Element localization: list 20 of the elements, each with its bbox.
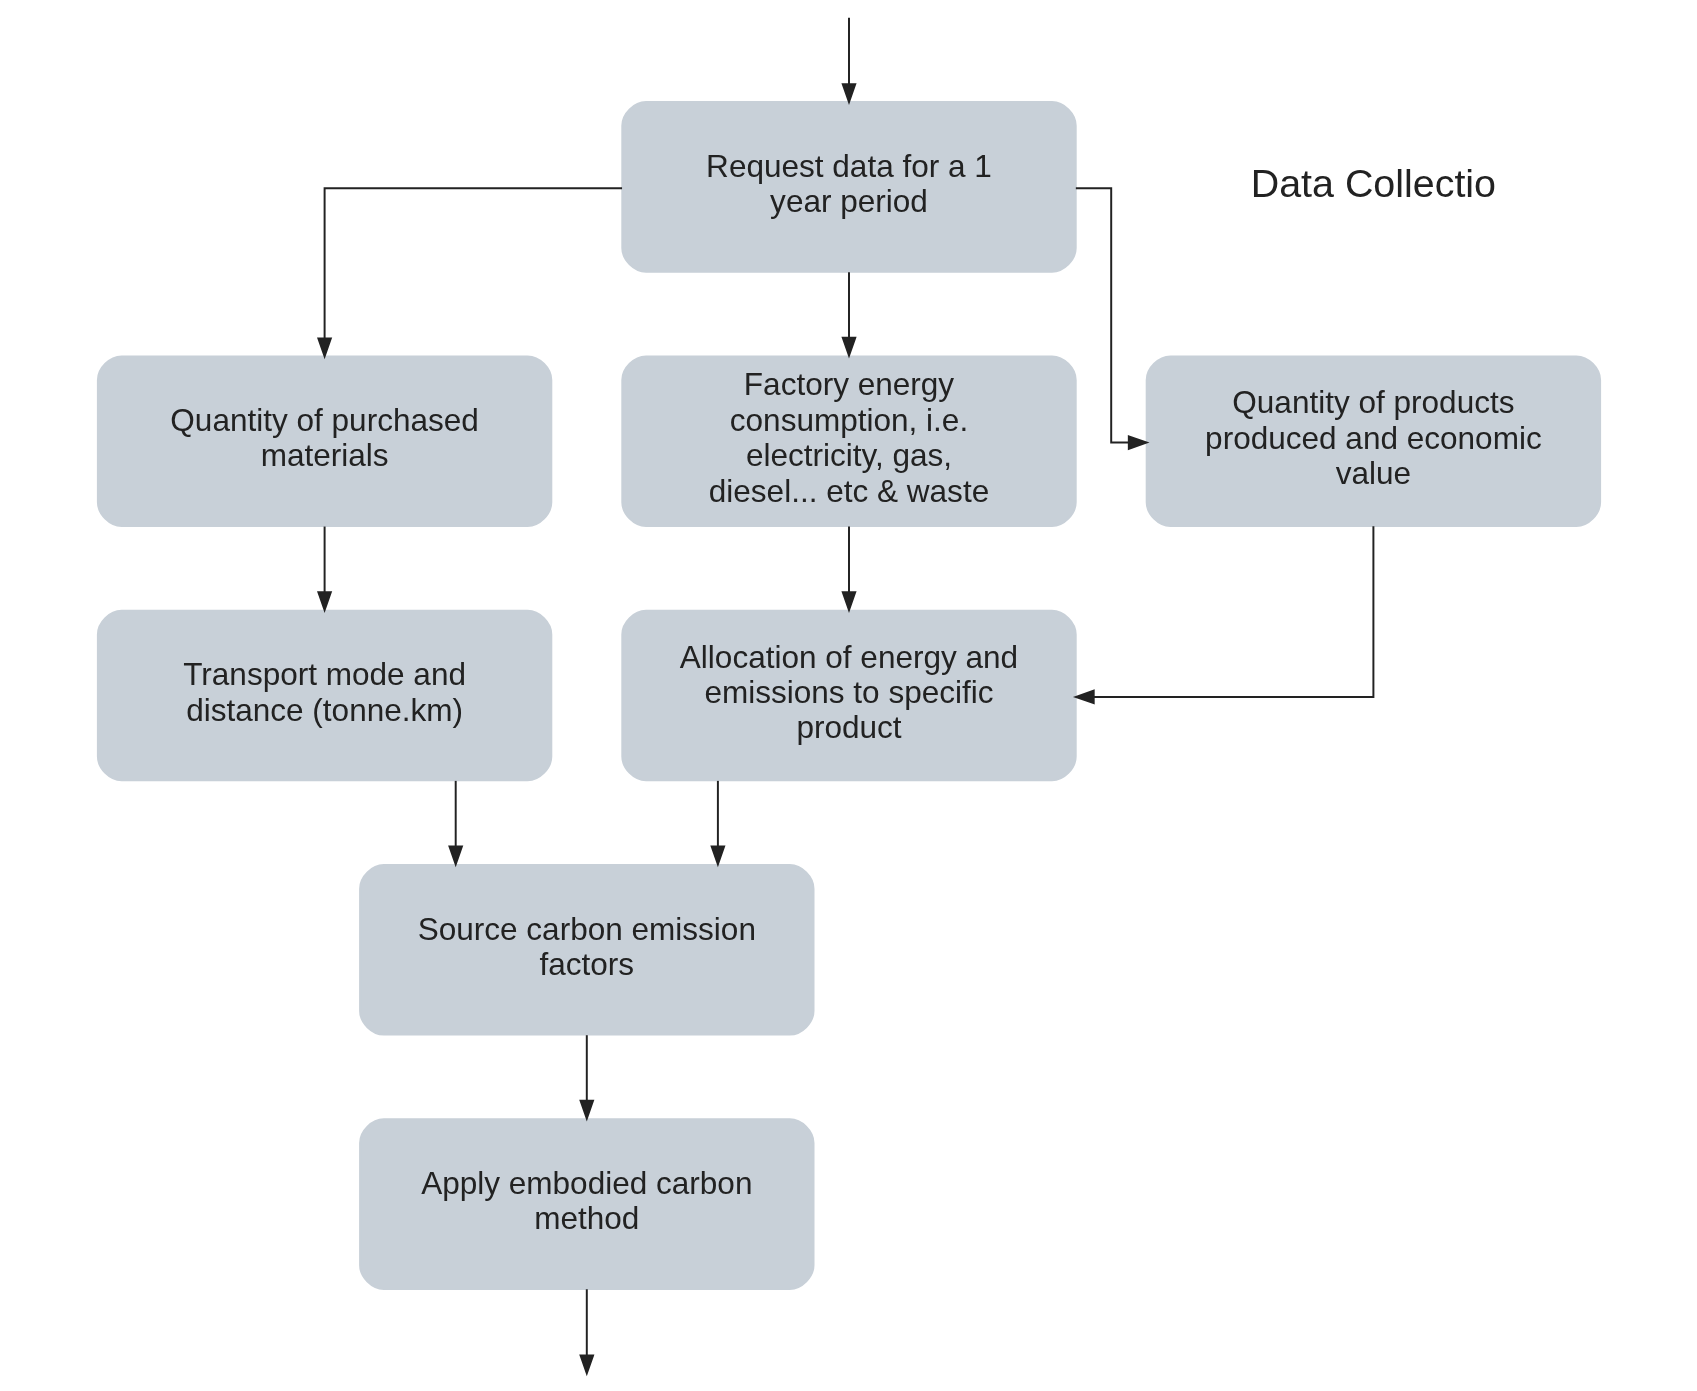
arrow	[1074, 187, 1150, 451]
node-box: Apply embodied carbon method	[358, 1118, 814, 1290]
node-box: Quantity of purchased materials	[96, 355, 552, 527]
node-box: Transport mode and distance (tonne.km)	[96, 609, 552, 782]
arrow	[316, 187, 623, 360]
node-box: Request data for a 1 year period	[620, 101, 1077, 273]
node-box: Allocation of energy and emissions to specific product	[620, 609, 1077, 782]
arrow	[840, 525, 857, 613]
arrow	[840, 16, 857, 105]
arrow	[578, 1288, 594, 1377]
arrow	[316, 525, 332, 613]
arrow	[840, 271, 857, 359]
label: Data Collectio	[1250, 160, 1496, 205]
arrow	[709, 779, 725, 868]
node-box: Quantity of products produced and economic value	[1145, 355, 1601, 527]
arrow	[1072, 525, 1374, 705]
arrow	[447, 779, 463, 868]
arrow	[578, 1034, 594, 1122]
node-box: Factory energy consumption, i.e. electricity, gas, diesel... etc & waste	[620, 355, 1077, 527]
node-box: Source carbon emission factors	[358, 864, 814, 1036]
